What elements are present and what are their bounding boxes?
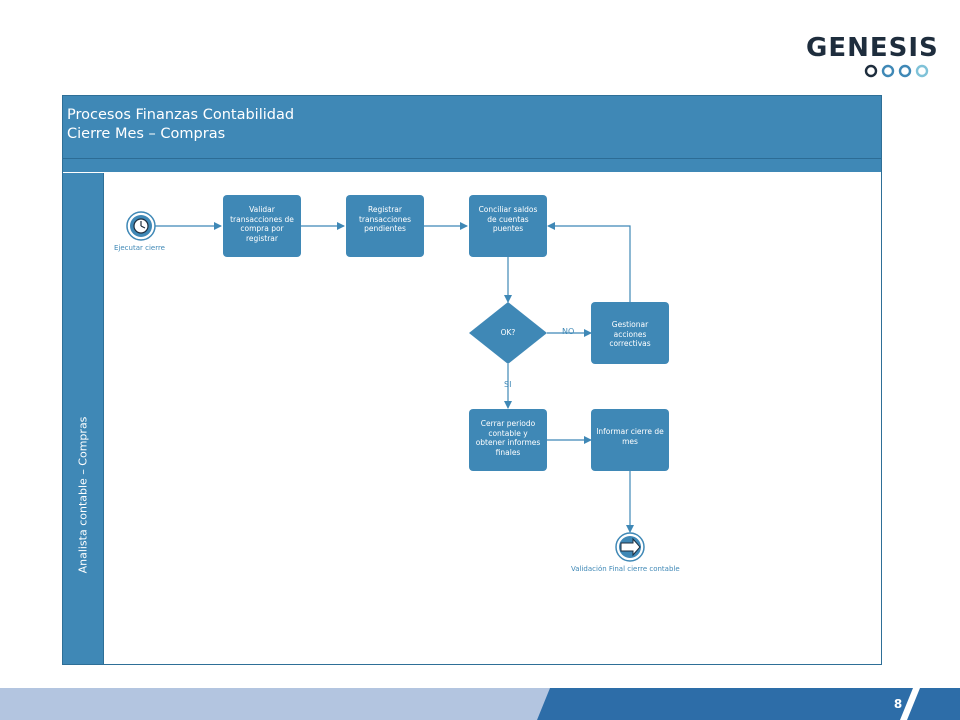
pool-header-band [63, 159, 881, 172]
gateway-diamond [469, 302, 547, 364]
task-label: Informar cierre de mes [596, 427, 664, 446]
flow-gestionar-loop [547, 222, 631, 302]
process-pool: Procesos Finanzas Contabilidad Cierre Me… [62, 95, 882, 665]
task-conciliar-saldos[interactable]: Conciliar saldos de cuentas puentes [469, 195, 547, 257]
task-label: Validar transacciones de compra por regi… [230, 205, 294, 243]
start-event-caption: Ejecutar cierre [114, 244, 165, 252]
end-event [615, 532, 645, 562]
pool-title: Procesos Finanzas Contabilidad Cierre Me… [67, 107, 295, 142]
task-cerrar-periodo[interactable]: Cerrar periodo contable y obtener inform… [469, 409, 547, 471]
task-informar-cierre[interactable]: Informar cierre de mes [591, 409, 669, 471]
arrow-right-icon [620, 537, 641, 557]
task-registrar-transacciones[interactable]: Registrar transacciones pendientes [346, 195, 424, 257]
start-event [126, 211, 156, 241]
pool-header: Procesos Finanzas Contabilidad Cierre Me… [63, 96, 881, 159]
task-validar-transacciones[interactable]: Validar transacciones de compra por regi… [223, 195, 301, 257]
task-gestionar-acciones[interactable]: Gestionar acciones correctivas [591, 302, 669, 364]
clock-icon [133, 218, 149, 234]
task-label: Registrar transacciones pendientes [358, 205, 412, 233]
genesis-logo: GENESIS [806, 34, 938, 80]
logo-text: GENESIS [806, 33, 939, 63]
lane-body [103, 173, 881, 664]
footer-accent [537, 688, 960, 720]
gateway-label: OK? [500, 328, 516, 337]
lane-header: Analista contable – Compras [63, 173, 103, 664]
task-label: Cerrar periodo contable y obtener inform… [475, 419, 541, 457]
page-number: 8 [893, 697, 903, 711]
end-event-caption: Validación Final cierre contable [571, 565, 680, 573]
flow-label-si: SI [504, 380, 512, 389]
flow-label-no: NO [562, 327, 575, 336]
task-label: Gestionar acciones correctivas [609, 320, 651, 348]
logo-rings-icon [864, 64, 929, 78]
task-label: Conciliar saldos de cuentas puentes [478, 205, 538, 233]
